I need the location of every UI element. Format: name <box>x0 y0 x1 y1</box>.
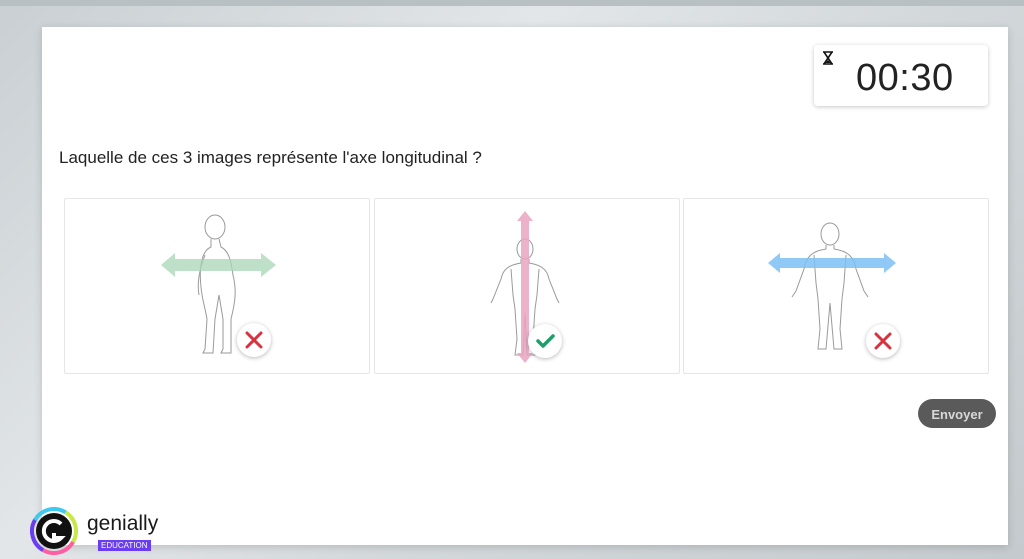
brand-name: genially <box>87 512 159 535</box>
brand-logo[interactable]: genially EDUCATION <box>30 507 190 557</box>
hourglass-icon <box>823 51 833 65</box>
question-text: Laquelle de ces 3 images représente l'ax… <box>59 148 482 167</box>
side-view-body-image <box>161 214 276 354</box>
cross-icon <box>874 332 892 350</box>
cross-icon <box>245 331 263 349</box>
checkmark-icon <box>536 334 555 348</box>
countdown-timer: 00:30 <box>814 45 988 106</box>
correct-badge <box>528 324 562 358</box>
timer-value: 00:30 <box>856 57 954 99</box>
answer-option-3[interactable] <box>683 198 989 374</box>
incorrect-badge <box>866 324 900 358</box>
brand-tag: EDUCATION <box>98 540 151 551</box>
genially-logo-icon <box>30 507 78 555</box>
incorrect-badge <box>237 323 271 357</box>
answer-option-2[interactable] <box>374 198 680 374</box>
answer-option-1[interactable] <box>64 198 370 374</box>
back-view-body-image <box>768 222 896 350</box>
background-frame <box>0 0 1024 6</box>
front-view-body-image <box>490 211 560 363</box>
send-button[interactable]: Envoyer <box>918 399 996 428</box>
